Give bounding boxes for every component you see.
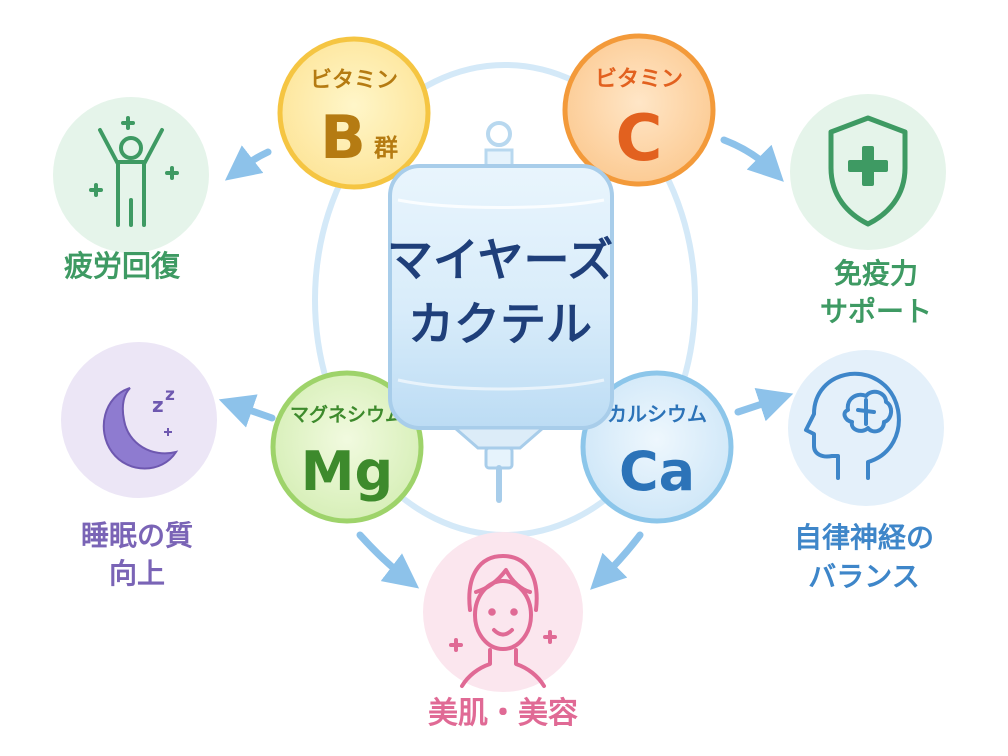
- svg-text:z: z: [165, 385, 175, 405]
- nutrient-vitamin-c: ビタミン C: [562, 33, 716, 187]
- nutrient-magnesium: マグネシウム Mg: [270, 370, 424, 524]
- center-title-line-2: カクテル: [408, 297, 592, 351]
- nutrient-b-suffix: 群: [374, 134, 398, 162]
- crescent-moon-icon: z z: [102, 385, 179, 470]
- nutrient-c-symbol: C: [616, 102, 663, 176]
- arrow-b-to-fatigue: [224, 145, 272, 181]
- benefit-fatigue: 疲労回復: [53, 97, 209, 283]
- nutrient-mg-symbol: Mg: [301, 440, 393, 503]
- nutrient-b-kana: ビタミン: [310, 68, 398, 93]
- benefit-immune-label-2: サポート: [820, 295, 932, 328]
- benefit-immune: 免疫力 サポート: [790, 94, 946, 328]
- arrow-ca-to-nerve: [734, 388, 794, 422]
- arrow-ca-to-beauty: [590, 531, 644, 590]
- arrow-mg-to-sleep: [218, 394, 276, 428]
- nutrient-b-symbol: B: [320, 103, 366, 173]
- benefit-nerve: 自律神経の バランス: [788, 350, 944, 593]
- arrow-c-to-immune: [720, 136, 784, 182]
- benefit-nerve-label-1: 自律神経の: [794, 521, 934, 554]
- svg-text:z: z: [152, 393, 164, 417]
- arrows: [218, 136, 794, 590]
- nutrient-ca-kana: カルシウム: [607, 402, 707, 426]
- center-title-line-1: マイヤーズ: [387, 233, 613, 287]
- benefit-beauty-label: 美肌・美容: [428, 696, 578, 731]
- iv-bag-icon: [388, 121, 614, 503]
- nutrient-ca-symbol: Ca: [619, 440, 695, 503]
- benefit-nerve-label-2: バランス: [808, 560, 919, 593]
- benefit-immune-label-1: 免疫力: [834, 257, 918, 290]
- woman-face-icon: [449, 554, 557, 688]
- nutrient-c-kana: ビタミン: [595, 67, 683, 92]
- brain-head-icon: [804, 371, 901, 480]
- person-cheering-icon: [89, 116, 179, 227]
- nutrient-calcium: カルシウム Ca: [580, 370, 734, 524]
- benefit-sleep: z z 睡眠の質 向上: [61, 342, 217, 590]
- shield-plus-icon: [828, 115, 908, 227]
- benefit-fatigue-label: 疲労回復: [64, 249, 181, 283]
- benefit-sleep-label-2: 向上: [109, 557, 165, 590]
- benefit-sleep-label-1: 睡眠の質: [81, 519, 193, 552]
- nutrient-vitamin-b: ビタミン B 群: [277, 36, 431, 190]
- nutrient-mg-kana: マグネシウム: [290, 403, 404, 426]
- benefit-beauty: 美肌・美容: [423, 532, 583, 731]
- arrow-mg-to-beauty: [356, 531, 420, 589]
